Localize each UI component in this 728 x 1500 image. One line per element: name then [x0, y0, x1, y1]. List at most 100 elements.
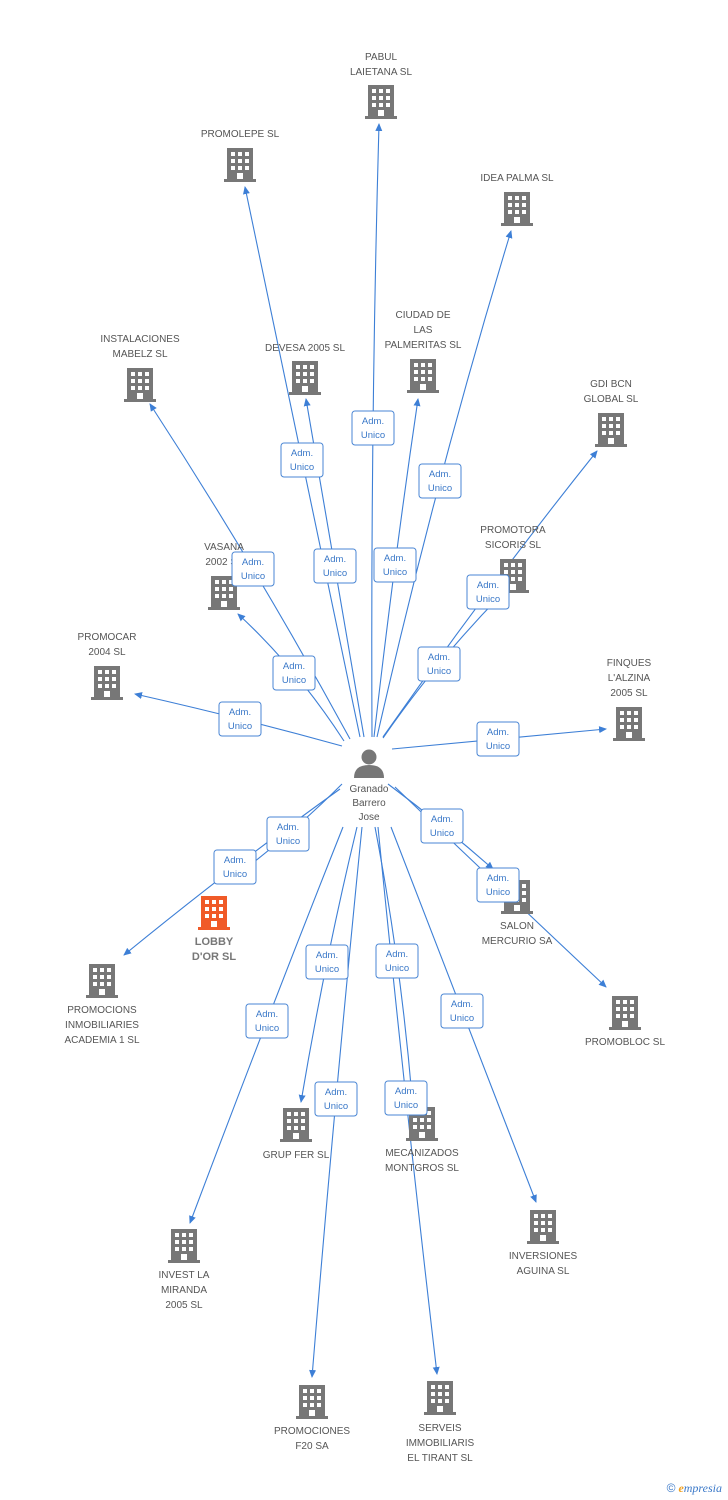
role-badge-devesa[interactable]: Adm.Unico — [313, 548, 357, 584]
company-label-line: MERCURIO SA — [482, 936, 553, 947]
company-node-devesa[interactable]: DEVESA 2005 SL — [265, 343, 345, 395]
role-badge-text: Adm. — [395, 1086, 417, 1097]
company-label-line: SALON — [500, 921, 534, 932]
role-badge-grup-fer[interactable]: Adm.Unico — [305, 944, 349, 980]
company-label-line: PROMOTORA — [480, 525, 546, 536]
role-badge-box — [314, 1081, 358, 1117]
role-badge-box — [375, 943, 419, 979]
building-icon — [289, 361, 321, 395]
building-icon — [168, 1229, 200, 1263]
role-badge-text: Adm. — [428, 652, 450, 663]
role-badge-promociones-f20[interactable]: Adm.Unico — [314, 1081, 358, 1117]
role-badge-box — [305, 944, 349, 980]
role-badge-promocar[interactable]: Adm.Unico — [218, 701, 262, 737]
role-badge-mecanizados[interactable]: Adm.Unico — [375, 943, 419, 979]
company-label-line: SERVEIS — [418, 1423, 461, 1434]
role-badge-text: Unico — [450, 1013, 474, 1024]
role-badge-box — [313, 548, 357, 584]
company-label-line: PROMOCIONS — [67, 1005, 137, 1016]
building-icon — [609, 996, 641, 1030]
role-badge-instalaciones[interactable]: Adm. Unico — [231, 551, 275, 587]
role-badge-box — [418, 463, 462, 499]
company-label-line: FINQUES — [607, 658, 652, 669]
person-node[interactable]: Granado Barrero Jose — [350, 749, 389, 824]
company-label-line: LAS — [414, 325, 433, 336]
company-node-grup-fer[interactable]: GRUP FER SL — [263, 1108, 330, 1161]
building-icon — [280, 1108, 312, 1142]
company-label-line: MIRANDA — [161, 1285, 207, 1296]
company-node-idea-palma[interactable]: IDEA PALMA SL — [480, 173, 554, 226]
building-icon — [527, 1210, 559, 1244]
company-label-line: MECANIZADOS — [385, 1148, 459, 1159]
company-label-line: VASANA — [204, 542, 244, 553]
role-badge-box — [466, 574, 510, 610]
role-badge-academia[interactable]: Adm.Unico — [213, 849, 257, 885]
role-badge-salon[interactable]: Adm.Unico — [420, 808, 464, 844]
company-node-promobloc[interactable]: PROMOBLOC SL — [585, 996, 665, 1048]
role-badge-lobby[interactable]: Adm.Unico — [266, 816, 310, 852]
company-label-line: ACADEMIA 1 SL — [64, 1035, 139, 1046]
role-badge-text: Adm. — [386, 949, 408, 960]
brand-name: mpresia — [683, 1481, 722, 1495]
company-label-line: MONTGROS SL — [385, 1163, 459, 1174]
role-badge-vasana[interactable]: Adm.Unico — [272, 655, 316, 691]
company-label-line: IDEA PALMA SL — [480, 173, 554, 184]
building-icon — [86, 964, 118, 998]
company-label-line: GRUP FER SL — [263, 1150, 330, 1161]
role-badge-box — [272, 655, 316, 691]
role-badge-text: Adm. — [384, 553, 406, 564]
role-badge-idea-palma[interactable]: Adm.Unico — [418, 463, 462, 499]
role-badge-text: Adm. — [325, 1087, 347, 1098]
company-label-line: LOBBY — [195, 936, 234, 948]
building-icon — [91, 666, 123, 700]
role-badge-gdi-bcn[interactable]: Adm.Unico — [466, 574, 510, 610]
role-badge-text: Unico — [223, 869, 247, 880]
role-badge-text: Unico — [315, 964, 339, 975]
role-badge-text: Adm. — [242, 557, 264, 568]
role-badge-promolepe[interactable]: Adm.Unico — [280, 442, 324, 478]
role-badge-box — [351, 410, 395, 446]
building-icon — [365, 85, 397, 119]
role-badge-text: Adm. — [429, 469, 451, 480]
role-badge-promobloc[interactable]: Adm.Unico — [476, 867, 520, 903]
building-icon — [224, 148, 256, 182]
company-node-mecanizados[interactable]: MECANIZADOS MONTGROS SL — [385, 1107, 459, 1174]
role-badge-finques[interactable]: Adm.Unico — [476, 721, 520, 757]
role-badge-ciudad[interactable]: Adm.Unico — [373, 547, 417, 583]
role-badge-serveis[interactable]: Adm.Unico — [384, 1080, 428, 1116]
role-badge-box — [476, 721, 520, 757]
company-node-instalaciones[interactable]: INSTALACIONES MABELZ SL — [100, 334, 180, 402]
person-name-line: Granado — [350, 784, 389, 795]
role-badge-text: Unico — [241, 571, 265, 582]
role-badge-inversiones[interactable]: Adm.Unico — [440, 993, 484, 1029]
role-badge-invest[interactable]: Adm.Unico — [245, 1003, 289, 1039]
company-label-line: MABELZ SL — [112, 349, 167, 360]
role-badge-box — [384, 1080, 428, 1116]
company-node-promolepe[interactable]: PROMOLEPE SL — [201, 129, 280, 182]
role-badge-box — [440, 993, 484, 1029]
building-icon — [198, 896, 230, 930]
role-badge-promotora[interactable]: Adm.Unico — [417, 646, 461, 682]
role-badge-box — [218, 701, 262, 737]
role-badge-box — [373, 547, 417, 583]
company-label-line: INSTALACIONES — [100, 334, 180, 345]
role-badge-text: Adm. — [256, 1009, 278, 1020]
company-node-salon[interactable]: SALON MERCURIO SA — [482, 880, 553, 947]
building-icon — [613, 707, 645, 741]
role-badge-text: Unico — [290, 462, 314, 473]
role-badge-pabul[interactable]: Adm.Unico — [351, 410, 395, 446]
company-label-line: INVERSIONES — [509, 1251, 578, 1262]
